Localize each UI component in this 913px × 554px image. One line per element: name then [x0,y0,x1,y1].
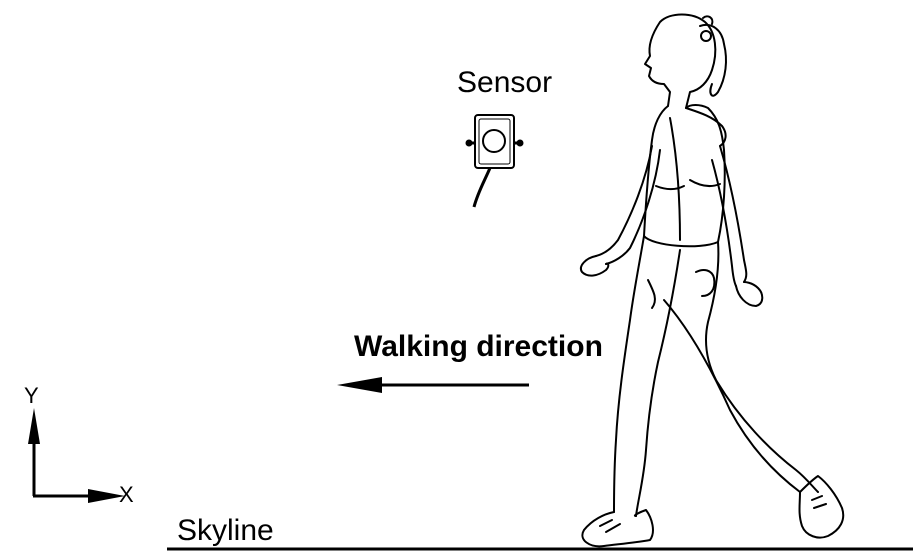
walking-direction-label: Walking direction [354,332,603,362]
skyline-label: Skyline [177,516,274,546]
sensor-icon [467,115,523,207]
walking-direction-arrow [337,377,529,393]
y-axis-label: Y [24,385,39,407]
axis-arrows [28,408,125,503]
x-axis-label: X [119,484,134,506]
sensor-label: Sensor [457,68,552,98]
walking-person-figure [581,15,843,547]
